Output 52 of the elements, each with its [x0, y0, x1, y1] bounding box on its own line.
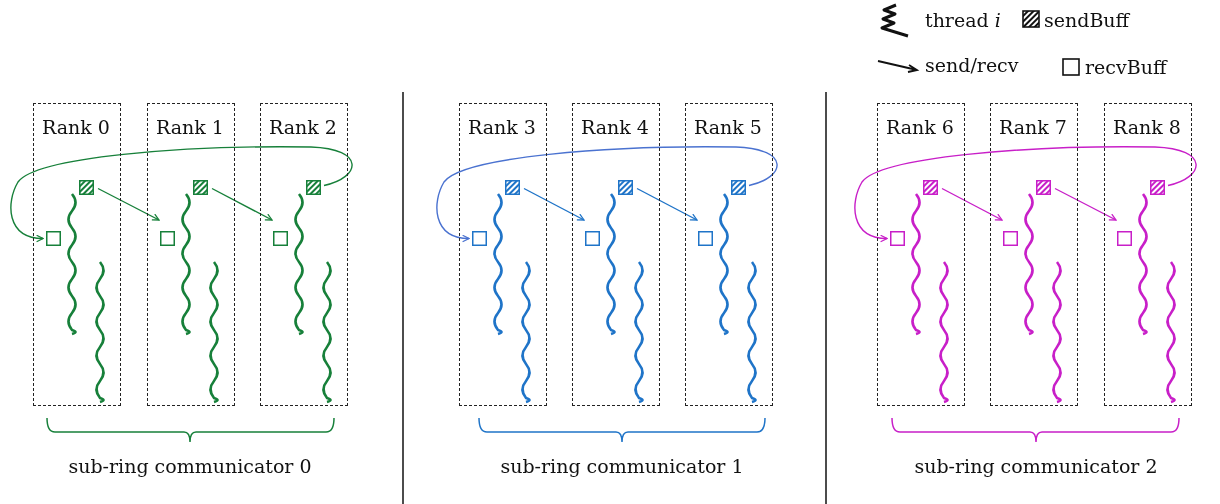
arrow [10, 146, 353, 242]
arrow [854, 146, 1197, 242]
rank-label: Rank 0 [42, 116, 110, 138]
rank-label: Rank 7 [999, 116, 1067, 138]
legend-label: recvBuff [1085, 56, 1167, 78]
arrow [941, 187, 1003, 221]
rank-box [877, 103, 965, 406]
rank-box [685, 103, 773, 406]
rank-label: Rank 3 [468, 116, 536, 138]
hatched-square [79, 180, 94, 195]
hatched-square [731, 180, 746, 195]
legend-label: send/recv [925, 54, 1019, 76]
rank-box [147, 103, 235, 406]
empty-square [890, 231, 905, 246]
legend-label: sendBuff [1044, 9, 1130, 31]
group-label: sub-ring communicator 2 [913, 455, 1159, 477]
rank-box [33, 103, 121, 406]
rank-box [572, 103, 660, 406]
hatched-square [193, 180, 208, 195]
empty-square [46, 231, 61, 246]
rank-label: Rank 1 [156, 116, 224, 138]
hatched-square [1150, 180, 1165, 195]
arrow [436, 146, 778, 242]
rank-box [990, 103, 1078, 406]
arrow [636, 187, 698, 221]
hatched-square [1036, 180, 1051, 195]
empty-square [1117, 231, 1132, 246]
arrow [97, 187, 160, 221]
rank-label: Rank 5 [694, 116, 762, 138]
rank-label: Rank 4 [581, 116, 649, 138]
arrow [1054, 187, 1117, 221]
arrow [523, 187, 585, 221]
rank-label: Rank 2 [269, 116, 337, 138]
hatched-square [505, 180, 520, 195]
legend-label: thread i [925, 9, 1001, 31]
empty-square [160, 231, 175, 246]
hatched-square [618, 180, 633, 195]
group-label: sub-ring communicator 1 [499, 455, 745, 477]
group-label: sub-ring communicator 0 [67, 455, 313, 477]
hatched-square [923, 180, 938, 195]
rank-label: Rank 6 [886, 116, 954, 138]
empty-square [273, 231, 288, 246]
rank-label: Rank 8 [1113, 116, 1181, 138]
arrow [211, 187, 273, 221]
hatched-square [306, 180, 321, 195]
empty-square [1003, 231, 1018, 246]
empty-square [472, 231, 487, 246]
rank-box [459, 103, 547, 406]
rank-box [260, 103, 348, 406]
empty-square [585, 231, 600, 246]
rank-box [1104, 103, 1192, 406]
empty-square [698, 231, 713, 246]
